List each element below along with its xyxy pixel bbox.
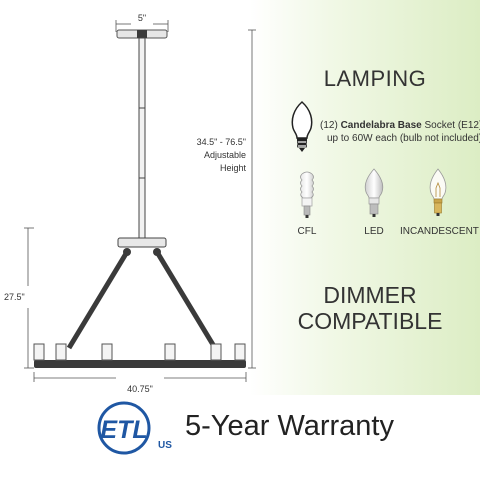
right-support-arm [154,250,218,350]
socket-type-bold: Candelabra Base [340,120,422,131]
incandescent-label: INCANDESCENT [400,226,479,237]
left-support-arm [66,250,130,350]
cfl-bulb-icon [300,171,314,218]
fixture-height-label: 27.5" [4,292,25,302]
etl-listed-logo-icon: ETL US [97,401,172,455]
candle-sleeve [33,343,45,361]
candle-sleeve [234,343,246,361]
height-label: Height [219,163,246,173]
chandelier-diagram [24,20,256,382]
led-label: LED [364,226,384,237]
cfl-label: CFL [297,226,317,237]
center-rod [138,37,146,239]
candelabra-bulb-icon [291,100,313,152]
etl-logo-country: US [158,440,172,451]
led-bulb-icon [364,168,384,217]
candle-sleeve [55,343,67,361]
incandescent-bulb-icon [429,168,447,216]
canopy-width-label: 5" [137,13,147,23]
wattage-description: up to 60W each (bulb not included) [327,133,480,144]
fixture-width-label: 40.75" [127,384,153,394]
lamping-title: LAMPING [323,66,427,91]
socket-description: (12) Candelabra Base Socket (E12) [320,120,480,131]
candle-sleeve [101,343,113,361]
warranty-text: 5-Year Warranty [185,410,394,442]
canopy-mount [137,30,147,38]
candle-sleeve [164,343,176,361]
height-range-label: 34.5" - 76.5" [196,137,246,147]
center-hub [117,237,167,248]
dimmer-title: DIMMER [323,282,417,308]
fixture-ring [34,360,246,368]
height-adjustable-label: Adjustable [203,150,246,160]
etl-logo-letters: ETL [100,416,147,444]
dimmer-compatible-title: COMPATIBLE [297,308,443,334]
candle-sleeve [210,343,222,361]
